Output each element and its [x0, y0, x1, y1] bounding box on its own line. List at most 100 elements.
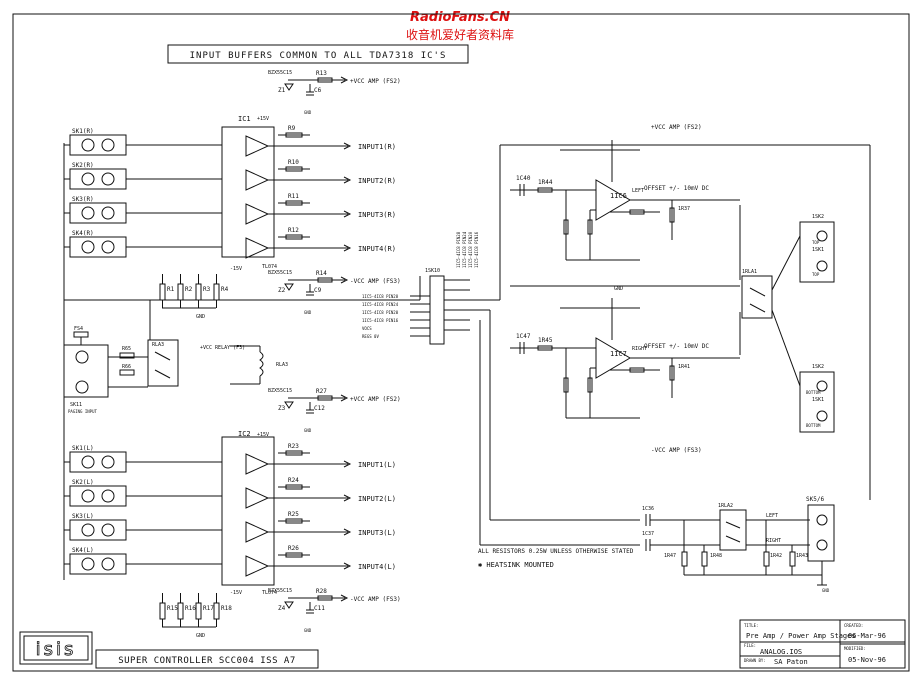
connector-pin-label: 1IC5-4IC8 PIN24 — [362, 302, 399, 307]
right-output-arrow — [343, 176, 352, 184]
left-feedback-label: R24 — [288, 477, 299, 484]
tb-title-label: TITLE: — [744, 623, 758, 628]
r43-label: 1R43 — [796, 553, 808, 559]
left-socket-2 — [69, 485, 127, 507]
sub-relay: 1RLA2 — [718, 503, 733, 509]
left-bias-label: R16 — [185, 605, 196, 612]
ic2-body — [221, 436, 275, 586]
left-feedback-label: R23 — [288, 443, 299, 450]
left-opamp-1 — [245, 453, 270, 475]
amp-input-resistor — [537, 187, 553, 193]
amp-fb-resistor — [587, 219, 593, 235]
right-socket-2 — [69, 168, 127, 190]
amp-zobel-resistor — [669, 207, 675, 223]
right-socket-label: SK3(R) — [72, 196, 94, 203]
right-bias-resistor-2 — [177, 283, 184, 301]
amp-in-cap-label: 1C40 — [516, 175, 531, 182]
left-socket-label: SK2(L) — [72, 479, 94, 486]
right-bias-label: R1 — [167, 286, 175, 293]
supply-gnd-label: GND — [304, 628, 312, 633]
footer-box — [95, 649, 319, 669]
title-block — [739, 619, 906, 669]
supply-cap-label: C11 — [314, 605, 325, 612]
supply-resistor — [317, 595, 333, 601]
amp-bias-resistor — [629, 367, 645, 373]
signal-bus — [63, 143, 871, 580]
left-output-arrow — [343, 562, 352, 570]
supply-resistor — [317, 277, 333, 283]
supply-res-label: R13 — [316, 70, 327, 77]
connector-pin-label: REGS 0V — [362, 334, 379, 339]
ic2-part: TL074 — [262, 590, 277, 596]
ic1-label: IC1 — [238, 115, 251, 123]
tb-file: ANALOG.IOS — [760, 648, 802, 656]
amp-ic-label: 1IC7 — [610, 350, 627, 358]
amp-vcc-bottom-label: -VCC AMP (FS3) — [651, 447, 702, 454]
relay-supply-label: +VCC RELAY (F3) — [200, 345, 245, 351]
zener-part-label: BZX55C15 — [268, 70, 292, 76]
logo-text: isis — [36, 639, 77, 660]
supply-resistor — [317, 77, 333, 83]
right-opamp-1 — [245, 135, 270, 157]
ic1-plus15: +15V — [257, 116, 269, 122]
supply-rail-label: -VCC AMP (FS3) — [350, 278, 401, 285]
right-opamp-2 — [245, 169, 270, 191]
tb-file-label: FILE: — [744, 643, 756, 648]
left-buffer-stages: R23INPUT1(L)R24INPUT2(L)R25INPUT3(L)R26I… — [245, 443, 396, 577]
ic1-minus15: -15V — [230, 266, 242, 272]
supply-gnd-label: GND — [304, 428, 312, 433]
supply-arrow — [340, 594, 349, 602]
left-output-label: INPUT4(L) — [358, 563, 396, 571]
amp-offset-label: OFFSET +/- 10mV DC — [644, 185, 709, 192]
supply-rail-label: -VCC AMP (FS3) — [350, 596, 401, 603]
tb-drawn: SA Paton — [774, 658, 808, 666]
right-socket-jack-a — [81, 172, 95, 186]
amp-ic-label: 1IC6 — [610, 192, 627, 200]
zener-part-label: BZX55C15 — [268, 388, 292, 394]
zener-diode — [284, 401, 294, 409]
left-opamp-4 — [245, 555, 270, 577]
right-feedback-label: R12 — [288, 227, 299, 234]
amp-gnd-label: GND — [614, 286, 623, 292]
speaker-outputs — [739, 205, 835, 433]
left-socket-label: SK4(L) — [72, 547, 94, 554]
isis-logo — [19, 631, 93, 665]
right-socket-jack-b — [101, 138, 115, 152]
amp-zobel-label: 1R37 — [678, 206, 690, 212]
left-socket-jack-b — [101, 489, 115, 503]
zener-label: Z2 — [278, 287, 286, 294]
left-bias-resistor-2 — [177, 602, 184, 620]
ic1-part: TL074 — [262, 264, 277, 270]
tb-drawn-label: DRAWN BY: — [744, 658, 766, 663]
amp-channel-label: LEFT — [632, 188, 644, 194]
right-socket-label: SK2(R) — [72, 162, 94, 169]
tb-modified-label: MODIFIED: — [844, 646, 866, 651]
supply-arrow — [340, 394, 349, 402]
paging-fuse: FS4 — [74, 326, 83, 332]
right-socket-label: SK1(R) — [72, 128, 94, 135]
supply-cap-label: C12 — [314, 405, 325, 412]
amp-shunt-resistor — [563, 377, 569, 393]
ic2-plus15: +15V — [257, 432, 269, 438]
left-output-label: INPUT2(L) — [358, 495, 396, 503]
right-socket-jack-b — [101, 206, 115, 220]
right-output-arrow — [343, 210, 352, 218]
tb-created-label: CREATED: — [844, 623, 863, 628]
zener-part-label: BZX55C15 — [268, 270, 292, 276]
left-bias-resistor-3 — [195, 602, 202, 620]
top-sk2: 1SK2 — [812, 214, 824, 220]
left-socket-3 — [69, 519, 127, 541]
header-title: INPUT BUFFERS COMMON TO ALL TDA7318 IC'S — [190, 51, 447, 61]
top-sk1: 1SK1 — [812, 247, 824, 253]
bottom-tag-a: BOTTOM — [806, 390, 821, 395]
footer-text: SUPER CONTROLLER SCC004 ISS A7 — [118, 656, 296, 666]
left-socket-jack-a — [81, 523, 95, 537]
connector-pin-label: VOCS — [362, 326, 372, 331]
supply-cap-label: C6 — [314, 87, 322, 94]
left-socket-jack-a — [81, 557, 95, 571]
supply-resistor — [317, 395, 333, 401]
left-feedback-label: R26 — [288, 545, 299, 552]
left-opamp-3 — [245, 521, 270, 543]
left-bias-label: R17 — [203, 605, 214, 612]
